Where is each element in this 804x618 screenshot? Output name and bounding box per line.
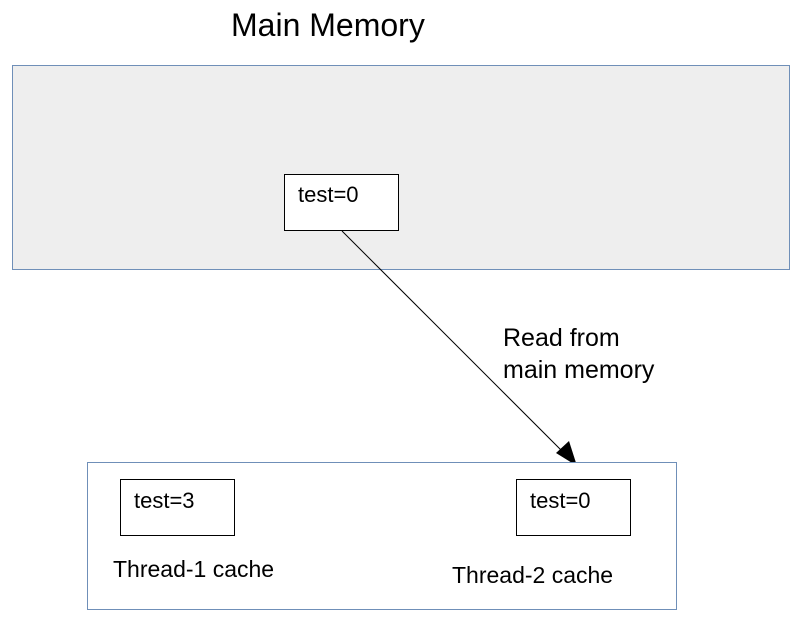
main-memory-panel: [12, 65, 790, 270]
thread-2-cache-label: Thread-2 cache: [452, 562, 614, 588]
main-memory-variable-box: test=0: [284, 174, 399, 231]
thread-1-cache-label: Thread-1 cache: [113, 556, 275, 582]
read-arrow-label-line2: main memory: [503, 356, 655, 384]
diagram-title: Main Memory: [231, 7, 425, 43]
thread-2-variable-box: test=0: [516, 479, 631, 536]
thread-2-variable-label: test=0: [530, 488, 591, 513]
read-arrow-label-line1: Read from: [503, 324, 620, 352]
thread-1-variable-box: test=3: [120, 479, 235, 536]
thread-1-variable-label: test=3: [134, 488, 195, 513]
read-arrow-label: Read from main memory: [503, 322, 654, 386]
main-memory-variable-label: test=0: [298, 182, 359, 207]
